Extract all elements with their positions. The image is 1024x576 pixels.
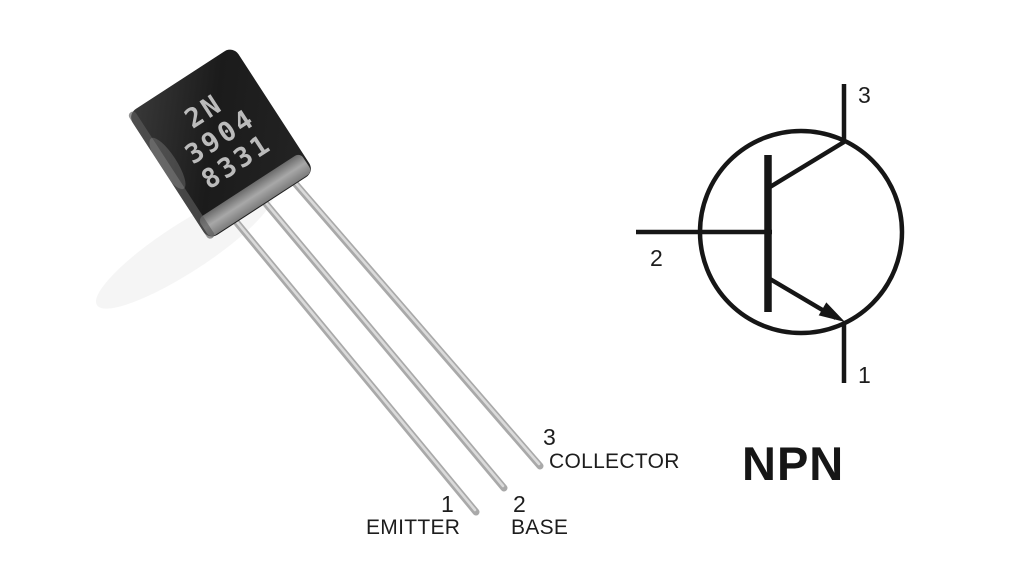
symbol-collector-number: 3 <box>858 82 871 108</box>
body-side-bevel <box>128 111 215 239</box>
transistor-body: 2N 3904 8331 <box>128 49 311 239</box>
symbol-emitter-number: 1 <box>858 362 871 388</box>
body-glare <box>149 137 186 190</box>
photo-pin2-number: 2 <box>513 491 526 517</box>
npn-type-label: NPN <box>742 437 845 490</box>
emitter-lead-highlight <box>225 208 477 512</box>
photo-pin3-number: 3 <box>543 424 556 450</box>
photo-pin1-number: 1 <box>441 491 454 517</box>
photo-pin1-label: EMITTER <box>366 516 461 539</box>
symbol-collector-diagonal <box>768 140 846 189</box>
symbol-base-number: 2 <box>650 245 663 271</box>
collector-lead-highlight <box>284 170 541 466</box>
transistor-leads-highlight <box>225 170 541 512</box>
photo-pin3-label: COLLECTOR <box>549 450 680 473</box>
npn-symbol <box>636 84 905 383</box>
photo-pin2-label: BASE <box>511 516 569 539</box>
symbol-emitter-arrowhead <box>818 302 845 322</box>
base-lead-highlight <box>254 189 505 488</box>
transistor-photo: 2N 3904 8331 <box>95 49 544 516</box>
body-bottom-rim <box>199 154 311 236</box>
